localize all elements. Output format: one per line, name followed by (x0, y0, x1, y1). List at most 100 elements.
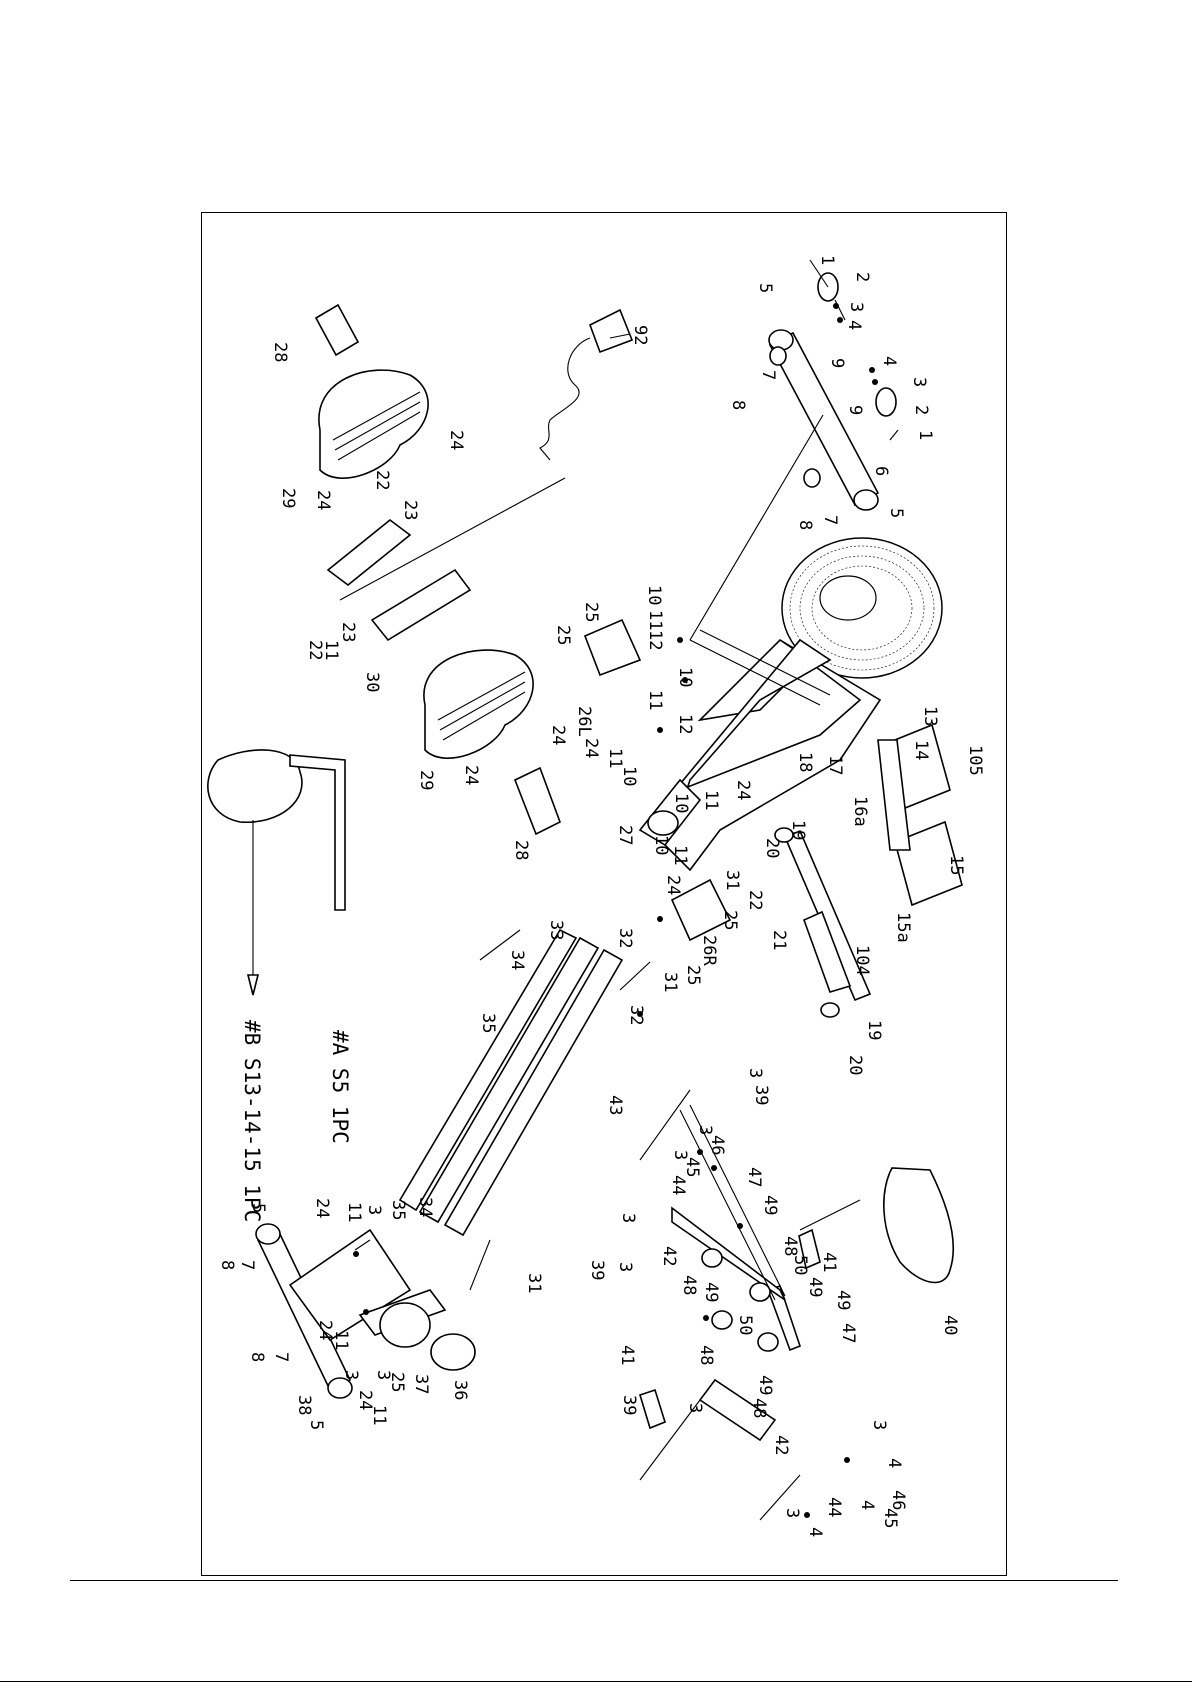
part-label: 23 (400, 500, 420, 520)
part-label: 31 (722, 870, 742, 890)
part-label: 7 (820, 515, 840, 525)
part-label: 3 (782, 1508, 802, 1518)
part-label: 24 (733, 780, 753, 800)
part-label: 1 (817, 255, 837, 265)
part-label: 28 (270, 342, 290, 362)
tool-label-b: #B S13-14-15 1PC (240, 1020, 264, 1222)
seat-assembly (639, 1104, 954, 1442)
part-label: 3 (909, 377, 929, 387)
part-label: 37 (411, 1374, 431, 1394)
part-label: 42 (771, 1435, 791, 1455)
tool-label-a: #A S5 1PC (328, 1030, 352, 1144)
part-label: 44 (668, 1175, 688, 1195)
part-label: 10 (651, 835, 671, 855)
part-label: 49 (755, 1375, 775, 1395)
part-label: 5 (248, 1203, 268, 1213)
part-label: 5 (886, 508, 906, 518)
part-label: 9 (827, 358, 847, 368)
part-label: 39 (587, 1260, 607, 1280)
part-label: 9 (845, 405, 865, 415)
part-label: 21 (769, 930, 789, 950)
fastener-dots (353, 303, 878, 1518)
part-label: 41 (617, 1345, 637, 1365)
part-label: 44 (824, 1497, 844, 1517)
part-label: 16a (850, 796, 870, 827)
part-label: 33 (546, 920, 566, 940)
part-label: 7 (758, 370, 778, 380)
part-label: 24 (548, 725, 568, 745)
part-label: 1 (915, 430, 935, 440)
side-covers (583, 618, 732, 942)
part-label: 10 (644, 585, 664, 605)
part-label: 8 (795, 520, 815, 530)
part-label: 2 (852, 272, 872, 282)
part-label: 46 (707, 1135, 727, 1155)
part-label: 4 (879, 356, 899, 366)
part-label: 3 (670, 1150, 690, 1160)
part-label: 30 (362, 672, 382, 692)
part-label: 25 (581, 602, 601, 622)
part-label: 17 (825, 755, 845, 775)
part-label: 6 (871, 466, 891, 476)
tools-drawing (207, 749, 346, 996)
part-label: 11 (645, 690, 665, 710)
handle-tubes (774, 827, 872, 1018)
part-label: 92 (630, 325, 650, 345)
part-label: 3 (618, 1213, 638, 1223)
part-label: 7 (271, 1352, 291, 1362)
part-label: 35 (388, 1200, 408, 1220)
part-label: 20 (762, 838, 782, 858)
part-label: 48 (679, 1275, 699, 1295)
part-label: 24 (663, 875, 683, 895)
part-label: 50 (790, 1255, 810, 1275)
part-label: 26L (574, 706, 594, 737)
part-label: 11 (670, 845, 690, 865)
part-label: 24 (315, 1320, 335, 1340)
part-label: 25 (553, 625, 573, 645)
part-label: 24 (446, 430, 466, 450)
line-art (207, 259, 963, 1521)
footer-rule (70, 1580, 1118, 1581)
part-label: 42 (659, 1246, 679, 1266)
part-label: 50 (735, 1315, 755, 1335)
part-label: 11 (369, 1405, 389, 1425)
part-label: 19 (864, 1020, 884, 1040)
part-label: 35 (478, 1013, 498, 1033)
part-label: 11 (605, 748, 625, 768)
part-label: 20 (845, 1055, 865, 1075)
part-label: 105 (965, 745, 985, 776)
part-label: 25 (720, 910, 740, 930)
part-label: 4 (857, 1500, 877, 1510)
part-label: 48 (780, 1236, 800, 1256)
part-label: 8 (728, 400, 748, 410)
part-label: 12 (675, 714, 695, 734)
part-label: 25 (683, 965, 703, 985)
part-label: 15a (893, 912, 913, 943)
part-label: 22 (305, 640, 325, 660)
part-label: 29 (278, 488, 298, 508)
part-label: 7 (237, 1260, 257, 1270)
part-label: 32 (626, 1005, 646, 1025)
diagram-frame (201, 212, 1007, 1576)
part-label: 49 (833, 1290, 853, 1310)
part-label: 45 (682, 1157, 702, 1177)
part-label: 24 (313, 490, 333, 510)
part-label: 3 (869, 1420, 889, 1430)
part-label: 23 (338, 622, 358, 642)
pedal-assembly (314, 303, 566, 836)
part-label: 2 (911, 405, 931, 415)
part-label: 34 (415, 1197, 435, 1217)
part-label: 47 (744, 1167, 764, 1187)
part-label: 45 (880, 1508, 900, 1528)
part-label: 11 (645, 610, 665, 630)
part-label: 4 (884, 1458, 904, 1468)
part-label: 24 (581, 738, 601, 758)
part-label: 41 (819, 1252, 839, 1272)
part-label: 10 (675, 667, 695, 687)
part-label: 3 (685, 1403, 705, 1413)
part-label: 49 (701, 1282, 721, 1302)
part-label: 5 (306, 1420, 326, 1430)
part-label: 8 (217, 1260, 237, 1270)
part-label: 10 (619, 766, 639, 786)
